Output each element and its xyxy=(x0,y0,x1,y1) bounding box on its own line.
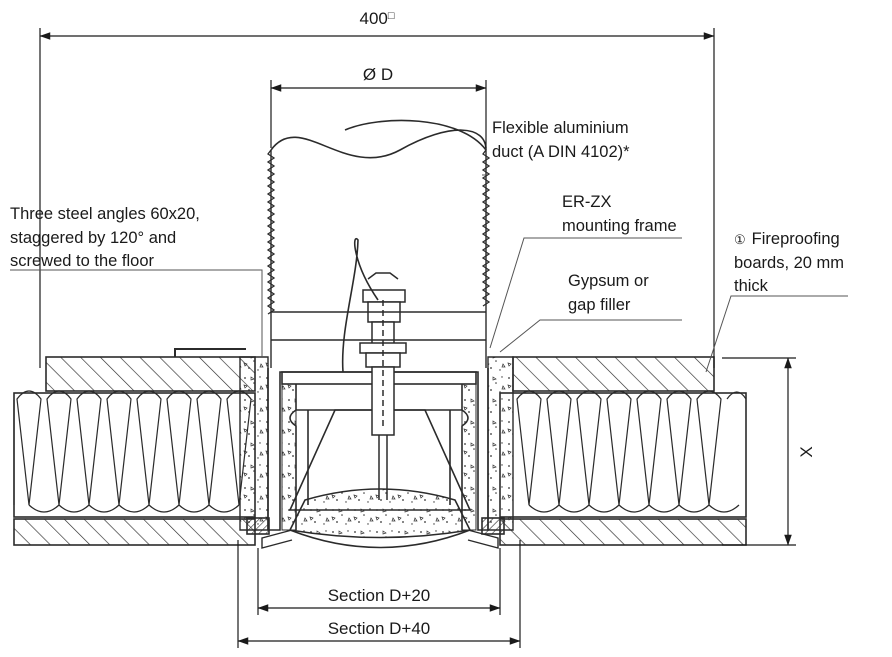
gypsum-label-line2: gap filler xyxy=(568,296,631,314)
duct-label-line2: duct (A DIN 4102)* xyxy=(492,143,630,161)
steel-angle xyxy=(174,348,246,357)
leader-lines xyxy=(10,174,848,373)
duct-label-line1: Flexible aluminium xyxy=(492,119,629,137)
cable xyxy=(341,237,379,373)
boards-label-line2: boards, 20 mm xyxy=(734,254,844,272)
gasket-right xyxy=(481,517,505,535)
frame-label-line2: mounting frame xyxy=(562,217,677,235)
diameter-label: Ø D xyxy=(363,65,393,84)
overall-width-label: 400□ xyxy=(359,9,394,28)
angles-label-line2: staggered by 120° and xyxy=(10,229,176,247)
floor-right xyxy=(499,390,747,546)
collar-right xyxy=(461,383,477,531)
dimension-lines xyxy=(39,28,796,648)
section-inner-label: Section D+20 xyxy=(328,586,431,605)
valve-cone xyxy=(261,409,499,549)
gasket-left xyxy=(246,517,270,535)
floor-left xyxy=(13,390,256,546)
height-x-label: X xyxy=(797,446,816,457)
flexible-duct xyxy=(266,119,491,368)
boards-marker-icon: ① xyxy=(734,232,746,247)
boards-label-line3: thick xyxy=(734,277,769,295)
fireproofing-board-right xyxy=(512,356,715,392)
section-outer-label: Section D+40 xyxy=(328,619,431,638)
angles-label-line1: Three steel angles 60x20, xyxy=(10,205,200,223)
frame-label-line1: ER-ZX xyxy=(562,193,612,211)
adjustment-bolt xyxy=(359,272,407,500)
gypsum-label-line1: Gypsum or xyxy=(568,272,649,290)
collar-left xyxy=(281,383,297,531)
angles-label-line3: screwed to the floor xyxy=(10,252,154,270)
fireproofing-board-left xyxy=(45,356,256,392)
